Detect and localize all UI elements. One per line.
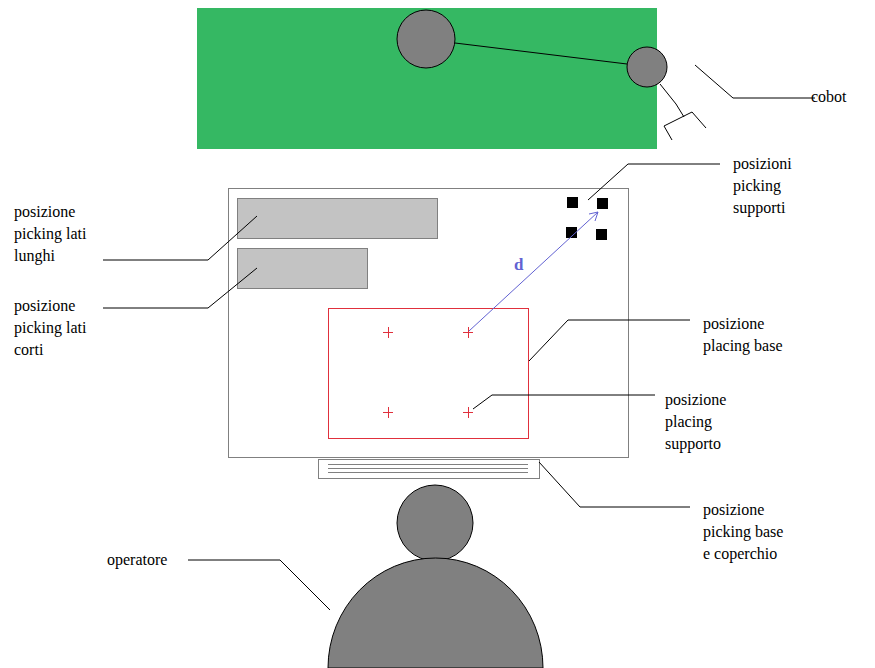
operator-drawer [319, 460, 540, 479]
operator-head [397, 485, 473, 561]
cobot-joint [627, 47, 667, 87]
long-sides-area [238, 199, 438, 239]
area-label: posizione picking base e coperchio [703, 499, 787, 565]
leader-lines [103, 65, 815, 610]
support-marks [383, 327, 473, 418]
cobot-base [397, 10, 455, 68]
area-label: posizioni picking supporti [733, 153, 817, 219]
part-label: cobot [811, 86, 871, 108]
drawer-lines [328, 465, 528, 473]
area-label: posizione placing base [703, 313, 787, 357]
cobot-area [197, 8, 657, 149]
base-area [329, 309, 529, 439]
area-label: posizione placing supporto [665, 389, 749, 455]
dimension-label: d [514, 254, 534, 276]
part-label: operatore [107, 549, 187, 571]
workbench [229, 189, 629, 458]
area-label: posizione picking lati lunghi [14, 201, 98, 267]
support-items [566, 197, 608, 240]
area-label: posizione picking lati corti [14, 295, 98, 361]
cobot-gripper [660, 84, 706, 140]
operator-body [328, 558, 543, 668]
cobot-arm [455, 43, 627, 64]
distance-arrow [469, 212, 598, 331]
